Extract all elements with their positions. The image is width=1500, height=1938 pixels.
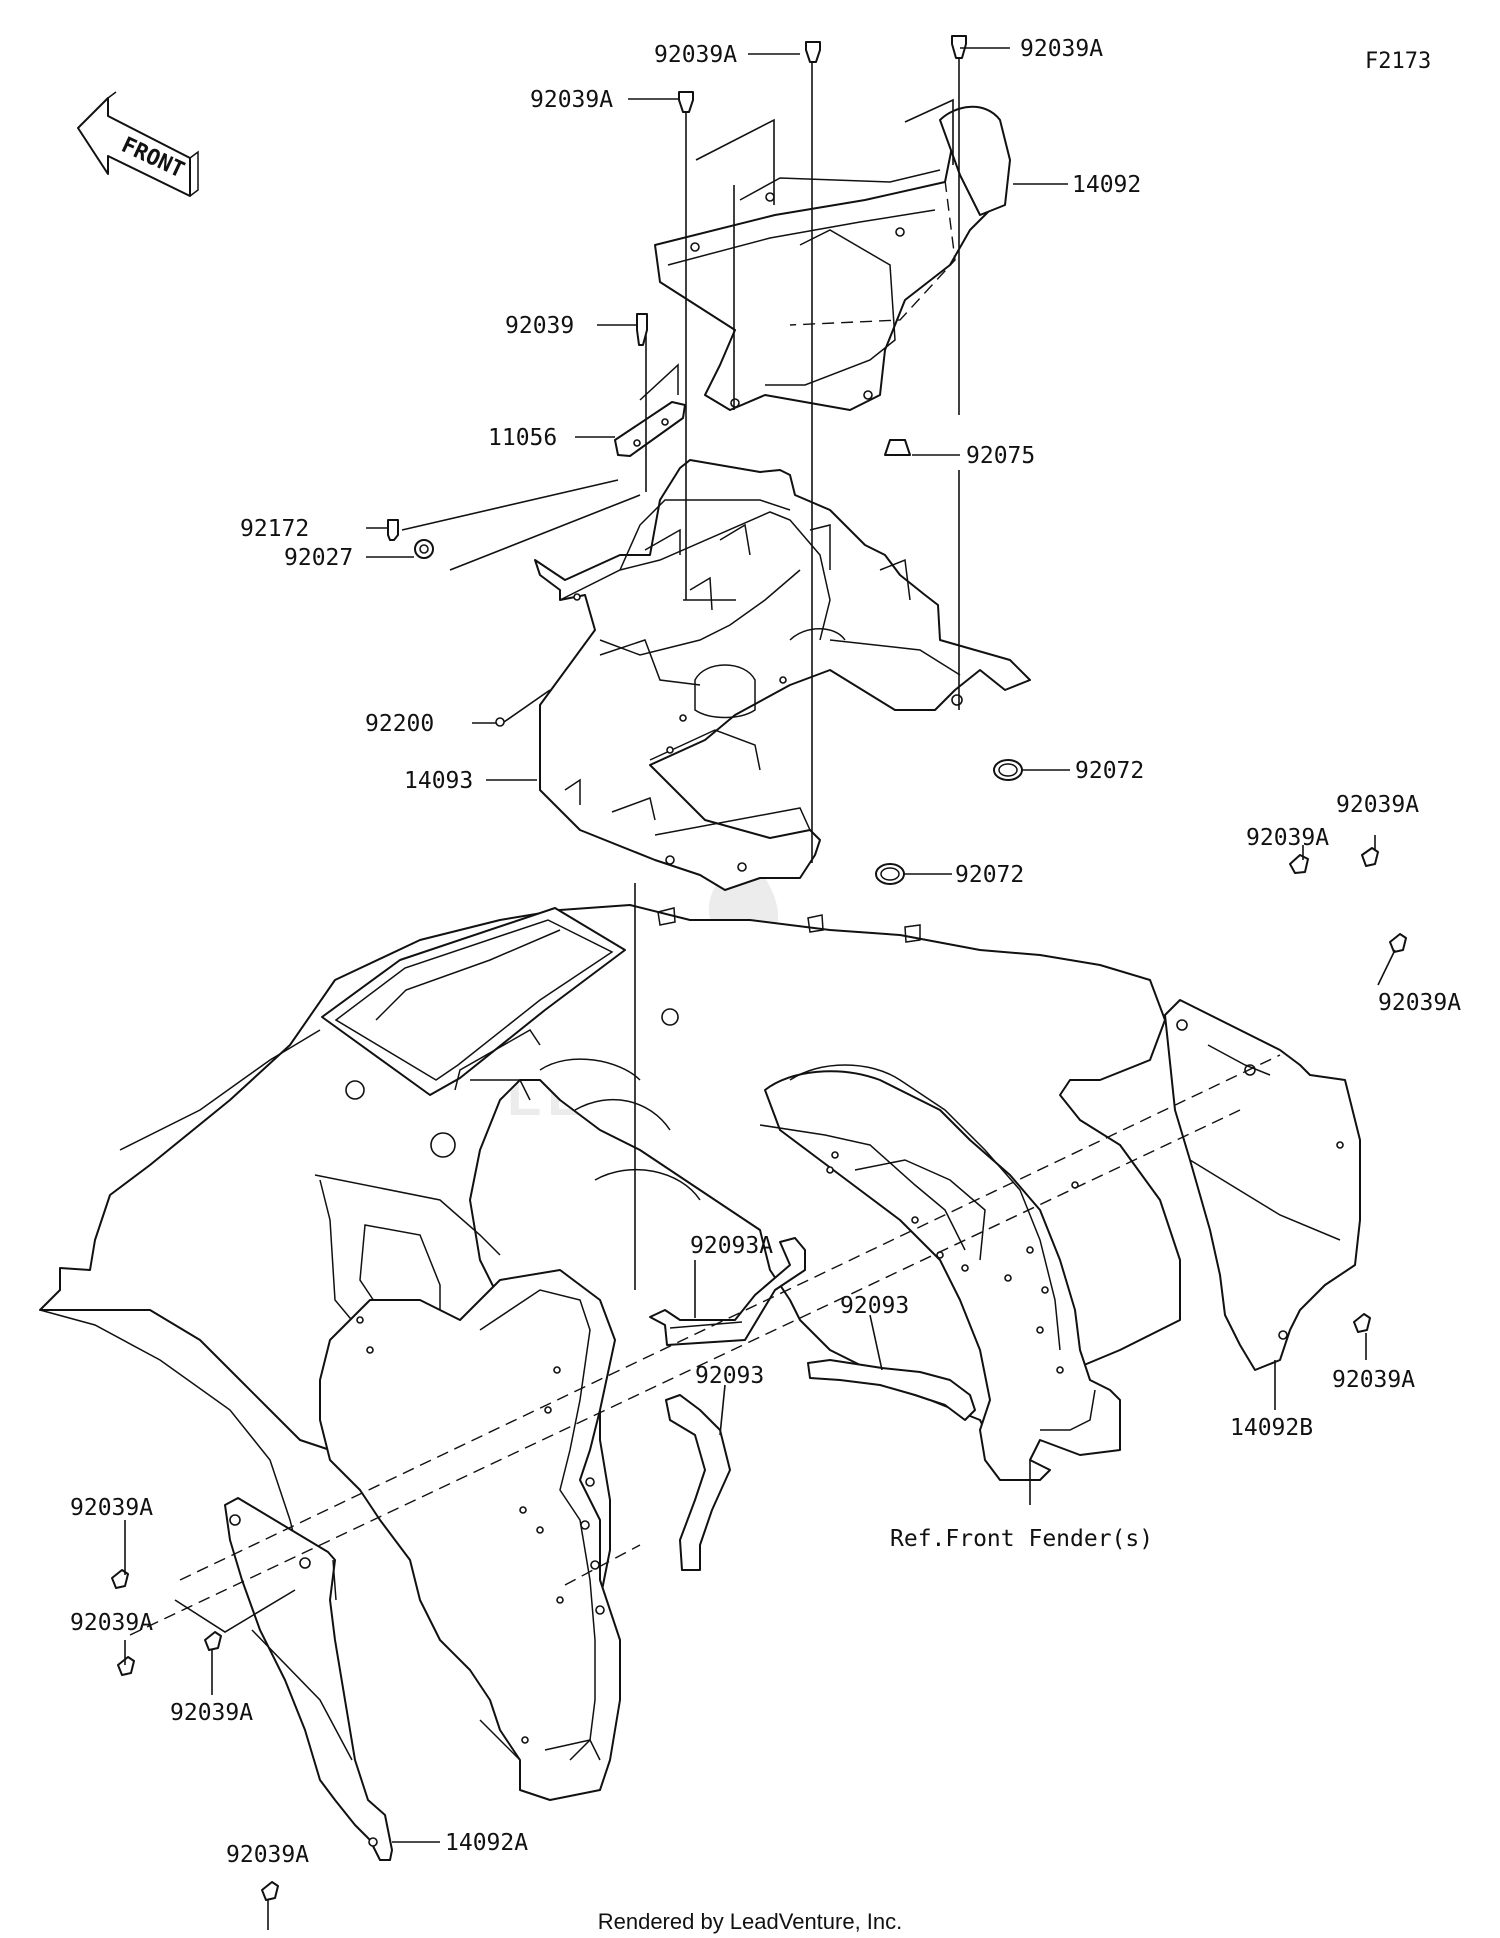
fastener-92039A-icon xyxy=(387,35,967,727)
part-label: 92039A xyxy=(654,42,737,68)
part-label: 92039A xyxy=(70,1495,153,1521)
part-label: 11056 xyxy=(488,425,557,451)
axis-line xyxy=(129,1109,1241,1636)
part-label: 92093 xyxy=(695,1363,764,1389)
part-label: 92039A xyxy=(530,87,613,113)
part-label: 92093A xyxy=(690,1233,773,1259)
part-label: 92039A xyxy=(226,1842,309,1868)
part-label: 92172 xyxy=(240,516,309,542)
part-14093-drawing xyxy=(534,459,1031,891)
part-label: 92039 xyxy=(505,313,574,339)
render-credit: Rendered by LeadVenture, Inc. xyxy=(598,1909,903,1934)
part-label: 92039A xyxy=(1336,792,1419,818)
part-label: 92072 xyxy=(1075,758,1144,784)
fastener-92039A-side-icon xyxy=(111,847,1407,1901)
part-label: 92039A xyxy=(70,1610,153,1636)
part-label: 92039A xyxy=(1020,36,1103,62)
part-label: 14092A xyxy=(445,1830,528,1856)
part-14092B-drawing xyxy=(1164,999,1361,1371)
figure-code: F2173 xyxy=(1365,49,1431,74)
axis-line xyxy=(179,1054,1281,1581)
part-label: 92093 xyxy=(840,1293,909,1319)
reference-note: Ref.Front Fender(s) xyxy=(890,1526,1153,1552)
part-14092-drawing xyxy=(654,105,1011,411)
part-labels: 92039A 92039A 92039A 14092 92039 11056 9… xyxy=(70,36,1461,1868)
axis-line xyxy=(564,1544,641,1586)
part-11056-drawing xyxy=(614,363,686,457)
leader-lines xyxy=(124,47,1396,1930)
part-label: 92039A xyxy=(1378,990,1461,1016)
part-label: 92039A xyxy=(1246,825,1329,851)
part-label: 14093 xyxy=(404,768,473,794)
front-arrow-icon: FRONT xyxy=(77,91,199,197)
part-label: 14092 xyxy=(1072,172,1141,198)
part-label: 92200 xyxy=(365,711,434,737)
part-label: 92039A xyxy=(170,1700,253,1726)
part-label: 92072 xyxy=(955,862,1024,888)
part-label: 92027 xyxy=(284,545,353,571)
clamp-92072-icon xyxy=(875,759,1023,885)
part-label: 92075 xyxy=(966,443,1035,469)
part-92093A-drawing xyxy=(649,1237,806,1346)
part-14092A-drawing xyxy=(224,1497,393,1861)
part-92093-strip-left-drawing xyxy=(665,1394,731,1571)
part-92093-strip-right-drawing xyxy=(807,1359,976,1421)
part-label: 14092B xyxy=(1230,1415,1313,1441)
part-label: 92039A xyxy=(1332,1367,1415,1393)
front-fender-drawing xyxy=(39,904,1181,1801)
